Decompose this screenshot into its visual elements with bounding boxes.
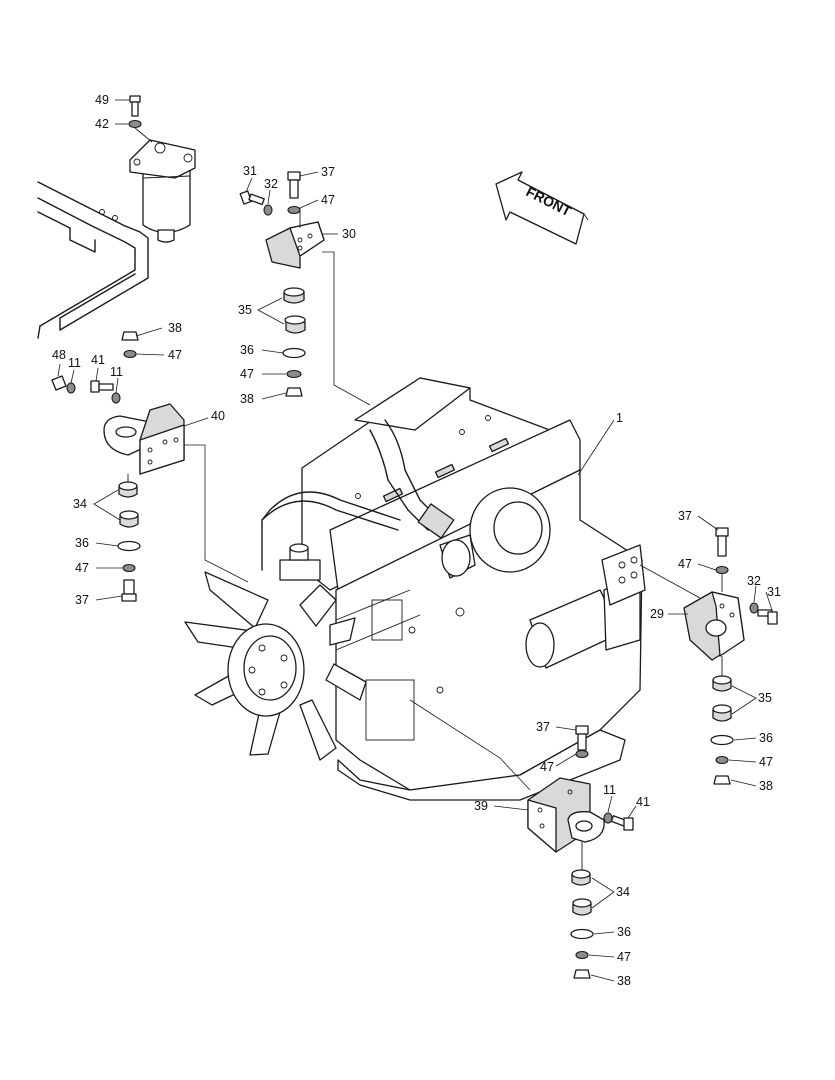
mount-34-left [118, 481, 139, 528]
frame-outline [37, 181, 149, 339]
callout-37: 37 [536, 720, 550, 734]
washer-11-left-b [111, 392, 121, 404]
front-arrow-icon [495, 171, 589, 245]
bolt-37-right [715, 527, 729, 557]
bolt-31-top [239, 190, 265, 206]
bolt-37-top [287, 171, 301, 199]
callout-40: 40 [211, 409, 225, 423]
mount-34-lower [571, 869, 592, 916]
engine-block [261, 377, 646, 801]
callout-47: 47 [540, 760, 554, 774]
callout-30: 30 [342, 227, 356, 241]
callout-47: 47 [240, 367, 254, 381]
callout-34: 34 [616, 885, 630, 899]
washer-42 [128, 119, 142, 129]
washer-36-right [710, 734, 734, 746]
callout-35: 35 [758, 691, 772, 705]
mount-35-right [712, 675, 732, 722]
washer-47-top-lower [286, 369, 302, 379]
callout-41: 41 [91, 353, 105, 367]
bolt-49 [129, 95, 141, 117]
bracket-39 [527, 777, 605, 853]
callout-31: 31 [767, 585, 781, 599]
mount-35-top [283, 287, 306, 334]
washer-32-right [749, 602, 759, 614]
washer-47-right-lower [715, 755, 729, 765]
washer-47-right [715, 565, 729, 575]
washer-36-left [117, 540, 141, 552]
callout-38: 38 [617, 974, 631, 988]
callout-37: 37 [678, 509, 692, 523]
callout-49: 49 [95, 93, 109, 107]
callout-32: 32 [747, 574, 761, 588]
washer-47-left [123, 349, 137, 359]
callout-38: 38 [240, 392, 254, 406]
callout-47: 47 [168, 348, 182, 362]
bolt-37-left [121, 579, 137, 602]
nut-38-left [121, 331, 139, 341]
callout-38: 38 [759, 779, 773, 793]
callout-42: 42 [95, 117, 109, 131]
callout-36: 36 [75, 536, 89, 550]
callout-48: 48 [52, 348, 66, 362]
nut-48 [51, 375, 67, 391]
callout-1: 1 [616, 411, 623, 425]
washer-36-top [282, 347, 306, 359]
bracket-29 [683, 591, 745, 661]
callout-36: 36 [617, 925, 631, 939]
callout-11: 11 [110, 365, 123, 379]
callout-11: 11 [68, 356, 81, 370]
washer-47-top [287, 205, 301, 215]
bracket-30 [265, 221, 325, 269]
callout-37: 37 [321, 165, 335, 179]
callout-36: 36 [759, 731, 773, 745]
bolt-37-lower [575, 725, 589, 751]
washer-11-left-a [66, 382, 76, 394]
washer-36-lower [570, 928, 594, 940]
bolt-31-right [757, 609, 778, 625]
callout-32: 32 [264, 177, 278, 191]
callout-41: 41 [636, 795, 650, 809]
cooling-fan [184, 571, 367, 761]
washer-32-top [263, 204, 273, 216]
callout-11: 11 [603, 783, 616, 797]
callout-35: 35 [238, 303, 252, 317]
callout-29: 29 [650, 607, 664, 621]
leader-lines [57, 99, 773, 982]
nut-38-lower [573, 969, 591, 979]
callout-34: 34 [73, 497, 87, 511]
bracket-40 [103, 403, 185, 475]
callout-47: 47 [759, 755, 773, 769]
callout-39: 39 [474, 799, 488, 813]
nut-38-right [713, 775, 731, 785]
nut-38-top [285, 387, 303, 397]
bolt-41-left [90, 380, 114, 393]
callout-47: 47 [75, 561, 89, 575]
callout-37: 37 [75, 593, 89, 607]
callout-31: 31 [243, 164, 257, 178]
washer-47-left-lower [122, 563, 136, 573]
washer-47-lower [575, 749, 589, 759]
washer-47-lower-b [575, 950, 589, 960]
callout-47: 47 [321, 193, 335, 207]
callout-36: 36 [240, 343, 254, 357]
fuel-filter [129, 139, 196, 243]
bolt-41-lower [610, 815, 634, 831]
callout-47: 47 [617, 950, 631, 964]
callout-47: 47 [678, 557, 692, 571]
callout-38: 38 [168, 321, 182, 335]
